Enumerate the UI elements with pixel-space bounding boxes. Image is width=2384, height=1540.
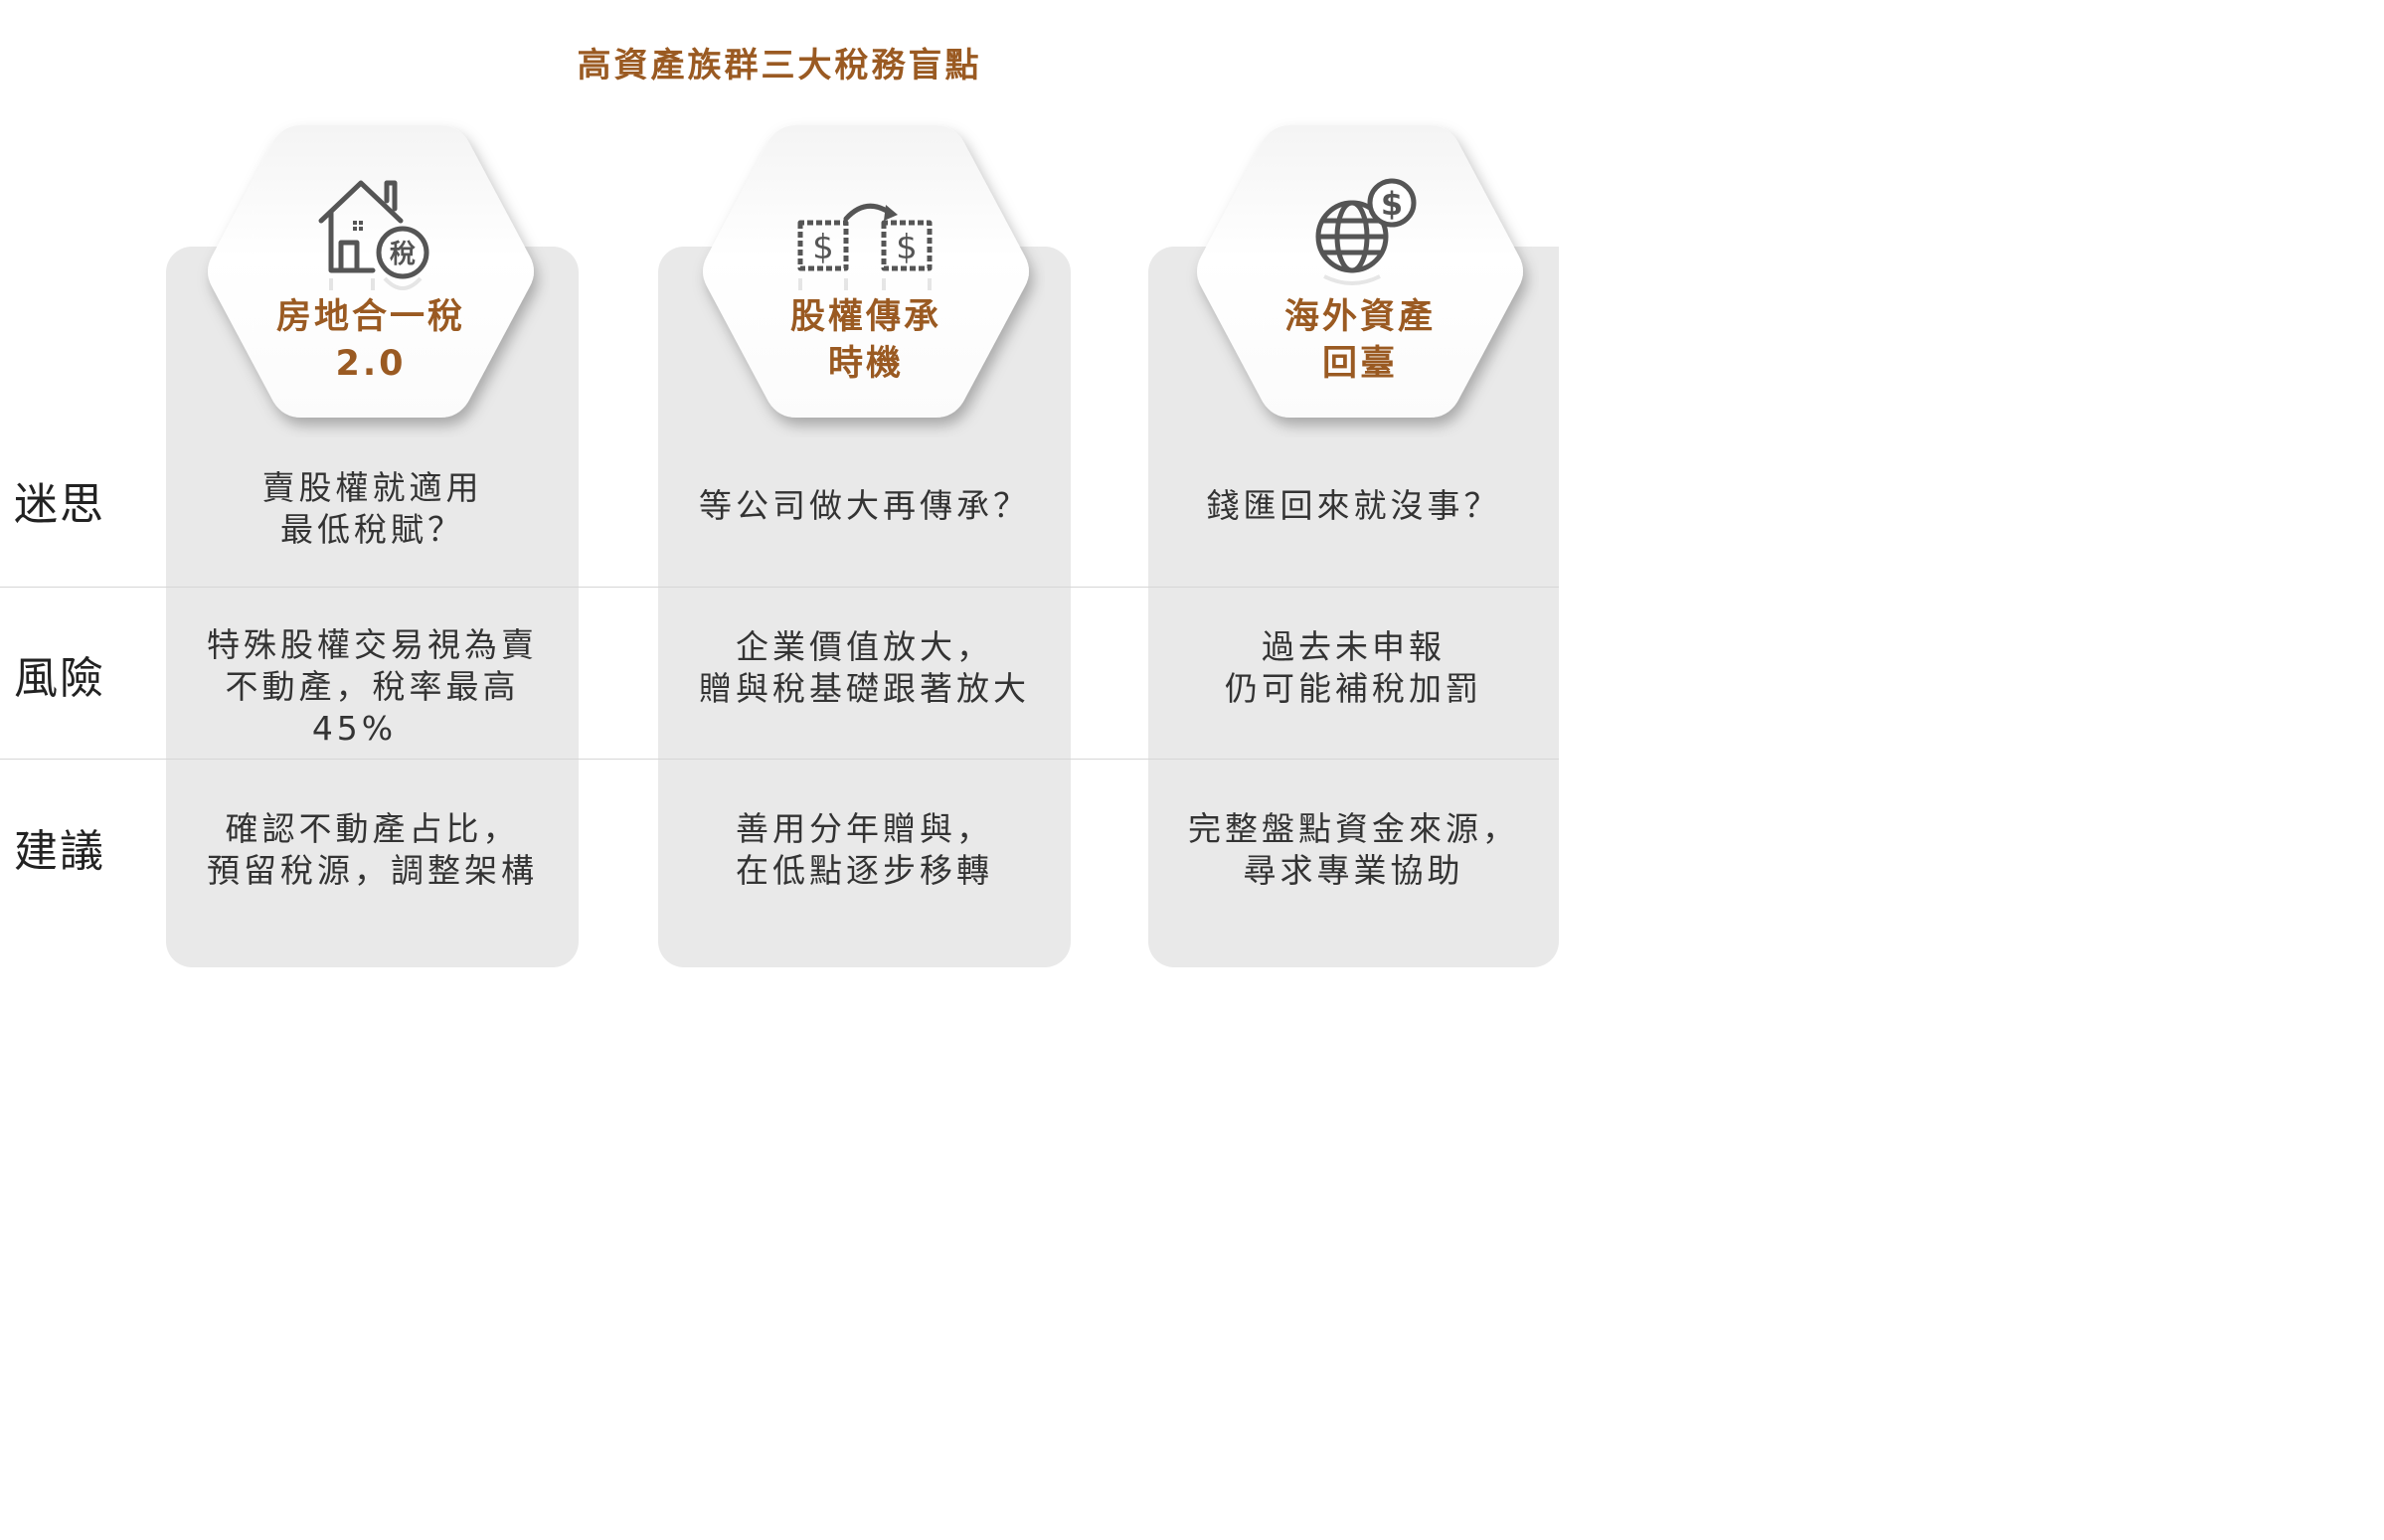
globe-dollar-icon: $ bbox=[1315, 178, 1417, 285]
column-title-line2: 回臺 bbox=[1321, 344, 1398, 384]
risk-text-line: 企業價值放大， bbox=[736, 627, 993, 666]
risk-text-line: 不動產，稅率最高 bbox=[225, 667, 520, 706]
risk-text-line: 贈與稅基礎跟著放大 bbox=[699, 669, 1030, 708]
stamp-transfer-icon: $ $ bbox=[797, 203, 933, 290]
svg-text:$: $ bbox=[896, 228, 918, 267]
myth-text-line: 最低稅賦？ bbox=[280, 510, 464, 549]
page-title: 高資產族群三大稅務盲點 bbox=[577, 46, 982, 86]
myth-text-line: 等公司做大再傳承？ bbox=[699, 486, 1030, 525]
column-title-line2: 時機 bbox=[827, 344, 904, 384]
risk-text-line: 過去未申報 bbox=[1262, 627, 1446, 666]
myth-cell-property-tax: 賣股權就適用 最低稅賦？ bbox=[166, 467, 579, 551]
risk-text-line: 45% bbox=[311, 709, 398, 748]
risk-cell-equity-succession: 企業價值放大， 贈與稅基礎跟著放大 bbox=[658, 626, 1071, 710]
myth-text-line: 錢匯回來就沒事？ bbox=[1206, 486, 1501, 525]
svg-text:稅: 稅 bbox=[390, 240, 416, 269]
row-label-advice: 建議 bbox=[14, 826, 105, 877]
column-title-line1: 海外資產 bbox=[1283, 297, 1436, 337]
myth-cell-equity-succession: 等公司做大再傳承？ bbox=[658, 485, 1071, 527]
advice-text-line: 確認不動產占比， bbox=[225, 809, 520, 848]
advice-text-line: 在低點逐步移轉 bbox=[736, 851, 993, 890]
column-title-line1: 房地合一稅 bbox=[275, 297, 465, 337]
advice-text-line: 完整盤點資金來源， bbox=[1188, 809, 1519, 848]
myth-cell-overseas-assets: 錢匯回來就沒事？ bbox=[1148, 485, 1559, 527]
house-tax-icon: 稅 bbox=[318, 180, 429, 290]
advice-cell-property-tax: 確認不動產占比， 預留稅源，調整架構 bbox=[166, 808, 579, 892]
risk-cell-property-tax: 特殊股權交易視為賣 不動產，稅率最高 45% bbox=[166, 624, 579, 750]
row-label-myth: 迷思 bbox=[14, 479, 105, 530]
advice-cell-overseas-assets: 完整盤點資金來源， 尋求專業協助 bbox=[1148, 808, 1559, 892]
row-label-risk: 風險 bbox=[14, 653, 105, 704]
advice-text-line: 尋求專業協助 bbox=[1243, 851, 1464, 890]
row-divider bbox=[0, 587, 1559, 588]
advice-text-line: 善用分年贈與， bbox=[736, 809, 993, 848]
advice-cell-equity-succession: 善用分年贈與， 在低點逐步移轉 bbox=[658, 808, 1071, 892]
advice-text-line: 預留稅源，調整架構 bbox=[207, 851, 538, 890]
hexagon-equity-succession: $ $ 股權傳承 時機 bbox=[687, 117, 1045, 437]
column-title-line2: 2.0 bbox=[335, 344, 407, 384]
row-divider bbox=[0, 759, 1559, 760]
svg-text:$: $ bbox=[1381, 185, 1403, 223]
hexagon-overseas-assets: $ 海外資產 回臺 bbox=[1181, 117, 1539, 437]
risk-text-line: 仍可能補稅加罰 bbox=[1225, 669, 1482, 708]
myth-text-line: 賣股權就適用 bbox=[261, 468, 483, 507]
risk-cell-overseas-assets: 過去未申報 仍可能補稅加罰 bbox=[1148, 626, 1559, 710]
risk-text-line: 特殊股權交易視為賣 bbox=[207, 625, 538, 664]
hexagon-property-tax: 稅 房地合一稅 2.0 bbox=[192, 117, 550, 437]
column-title-line1: 股權傳承 bbox=[789, 297, 941, 337]
svg-text:$: $ bbox=[812, 228, 834, 267]
